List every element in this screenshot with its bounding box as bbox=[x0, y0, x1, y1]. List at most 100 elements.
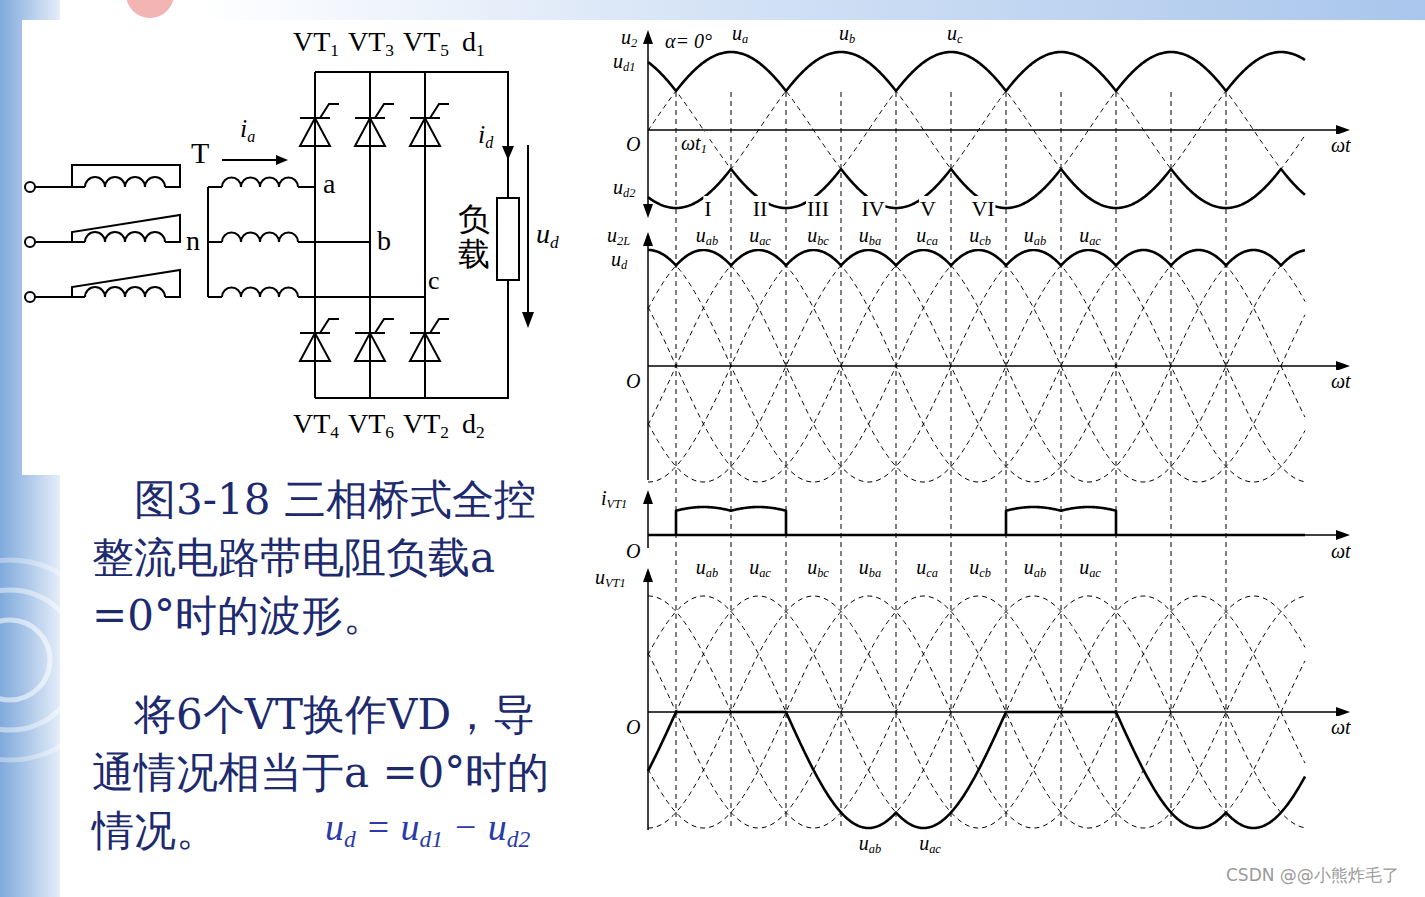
signal-label: uac bbox=[1078, 224, 1102, 249]
formula: u bbox=[325, 806, 344, 848]
slide-background bbox=[200, 0, 1425, 20]
interval-numeral: VI bbox=[970, 196, 995, 221]
component-label: id bbox=[478, 120, 493, 152]
signal-label: ab bbox=[869, 842, 881, 856]
signal-label: ubc bbox=[806, 556, 830, 581]
component-label: a bbox=[247, 128, 255, 145]
signal-label: u bbox=[919, 832, 929, 854]
wire bbox=[35, 186, 85, 188]
component-label: ia bbox=[240, 114, 255, 146]
signal-label: ab bbox=[706, 566, 718, 580]
signal-label: u bbox=[807, 224, 817, 246]
load-resistor: 负载 bbox=[455, 196, 521, 282]
value-axis bbox=[647, 504, 649, 548]
axis-label: ωt bbox=[1330, 134, 1352, 157]
signal-label: u bbox=[696, 556, 706, 578]
thyristor-symbol bbox=[355, 333, 385, 361]
bold-curve bbox=[676, 507, 786, 535]
signal-label: cb bbox=[979, 566, 991, 580]
dashed-curve bbox=[648, 596, 1305, 828]
signal-label: uac bbox=[748, 224, 772, 249]
component-label: T bbox=[191, 136, 209, 171]
interval-numeral: V bbox=[919, 196, 937, 221]
formula: ud = ud1 − ud2 bbox=[325, 806, 530, 853]
signal-label: ucb bbox=[968, 224, 992, 249]
axis-label: u bbox=[613, 176, 623, 198]
interval-numeral: III bbox=[806, 196, 830, 221]
signal-label: uca bbox=[915, 556, 939, 581]
axis-label: i bbox=[601, 487, 607, 509]
signal-label: u bbox=[947, 22, 957, 44]
origin-label: O bbox=[625, 370, 641, 393]
value-axis bbox=[647, 246, 649, 480]
axis-label: u2 bbox=[620, 26, 638, 51]
axis-label: d bbox=[621, 258, 627, 272]
component-label: 4 bbox=[330, 423, 339, 442]
signal-label: uc bbox=[946, 22, 964, 47]
axis-label: u bbox=[611, 248, 621, 270]
arrow-head bbox=[1336, 530, 1350, 540]
axis-label: u bbox=[621, 26, 631, 48]
axis-label: u2L bbox=[606, 224, 631, 249]
component-label: VT3 bbox=[348, 26, 394, 61]
waveform-plot bbox=[643, 30, 1350, 830]
grid-line bbox=[951, 92, 952, 830]
signal-label: uab bbox=[1023, 224, 1047, 249]
component-label: b bbox=[377, 225, 391, 257]
component-label: n bbox=[186, 225, 200, 257]
signal-label: ab bbox=[1034, 234, 1046, 248]
axis-label: VT1 bbox=[607, 497, 628, 511]
interval-numeral: I bbox=[703, 196, 712, 221]
signal-label: u bbox=[732, 22, 742, 44]
wire bbox=[208, 296, 222, 298]
slide-background bbox=[22, 20, 565, 475]
bold-curve bbox=[648, 52, 1305, 91]
time-axis bbox=[648, 365, 1338, 367]
resistor-symbol bbox=[497, 198, 519, 280]
signal-label: c bbox=[957, 32, 963, 46]
axis-label: ωt bbox=[1330, 716, 1352, 739]
axis-label: u bbox=[613, 50, 623, 72]
wire bbox=[72, 165, 180, 187]
transformer-coil bbox=[85, 177, 165, 187]
component-label: VT bbox=[403, 26, 440, 57]
signal-label: uab bbox=[1023, 556, 1047, 581]
signal-label: a bbox=[742, 32, 748, 46]
grid-line bbox=[1171, 92, 1172, 830]
time-axis bbox=[648, 129, 1338, 131]
grid-line bbox=[1061, 92, 1062, 830]
thyristor-symbol bbox=[300, 118, 330, 146]
arrow-head bbox=[276, 155, 288, 165]
component-label: VT bbox=[348, 26, 385, 57]
signal-label: u bbox=[1079, 556, 1089, 578]
dashed-curve bbox=[648, 250, 1305, 482]
arrow-head bbox=[643, 568, 653, 582]
transformer-coil bbox=[222, 233, 298, 243]
component-label: d bbox=[462, 26, 476, 57]
component-label: c bbox=[428, 266, 440, 296]
axis-label: 2 bbox=[631, 36, 637, 50]
axis-label: ωt bbox=[1330, 370, 1352, 393]
bold-curve bbox=[648, 534, 1305, 537]
signal-label: uba bbox=[858, 556, 882, 581]
axis-label: uVT1 bbox=[594, 566, 627, 591]
signal-label: u bbox=[749, 556, 759, 578]
axis-label: ωt bbox=[681, 132, 701, 154]
component-label: 2 bbox=[440, 423, 449, 442]
dashed-curve bbox=[648, 250, 1305, 482]
signal-label: uab bbox=[858, 832, 882, 857]
axis-label: ωt bbox=[1330, 540, 1352, 563]
signal-label: ba bbox=[869, 234, 881, 248]
signal-label: cb bbox=[979, 234, 991, 248]
axis-label: 1 bbox=[701, 142, 707, 156]
interval-numeral: II bbox=[752, 196, 769, 221]
thyristor-symbol bbox=[300, 333, 330, 361]
axis-label: ud bbox=[610, 248, 628, 273]
load-label: 负载 bbox=[458, 202, 490, 272]
slide-background bbox=[0, 620, 50, 700]
wire bbox=[35, 241, 85, 243]
signal-label: u bbox=[859, 832, 869, 854]
component-label: a bbox=[323, 168, 335, 200]
